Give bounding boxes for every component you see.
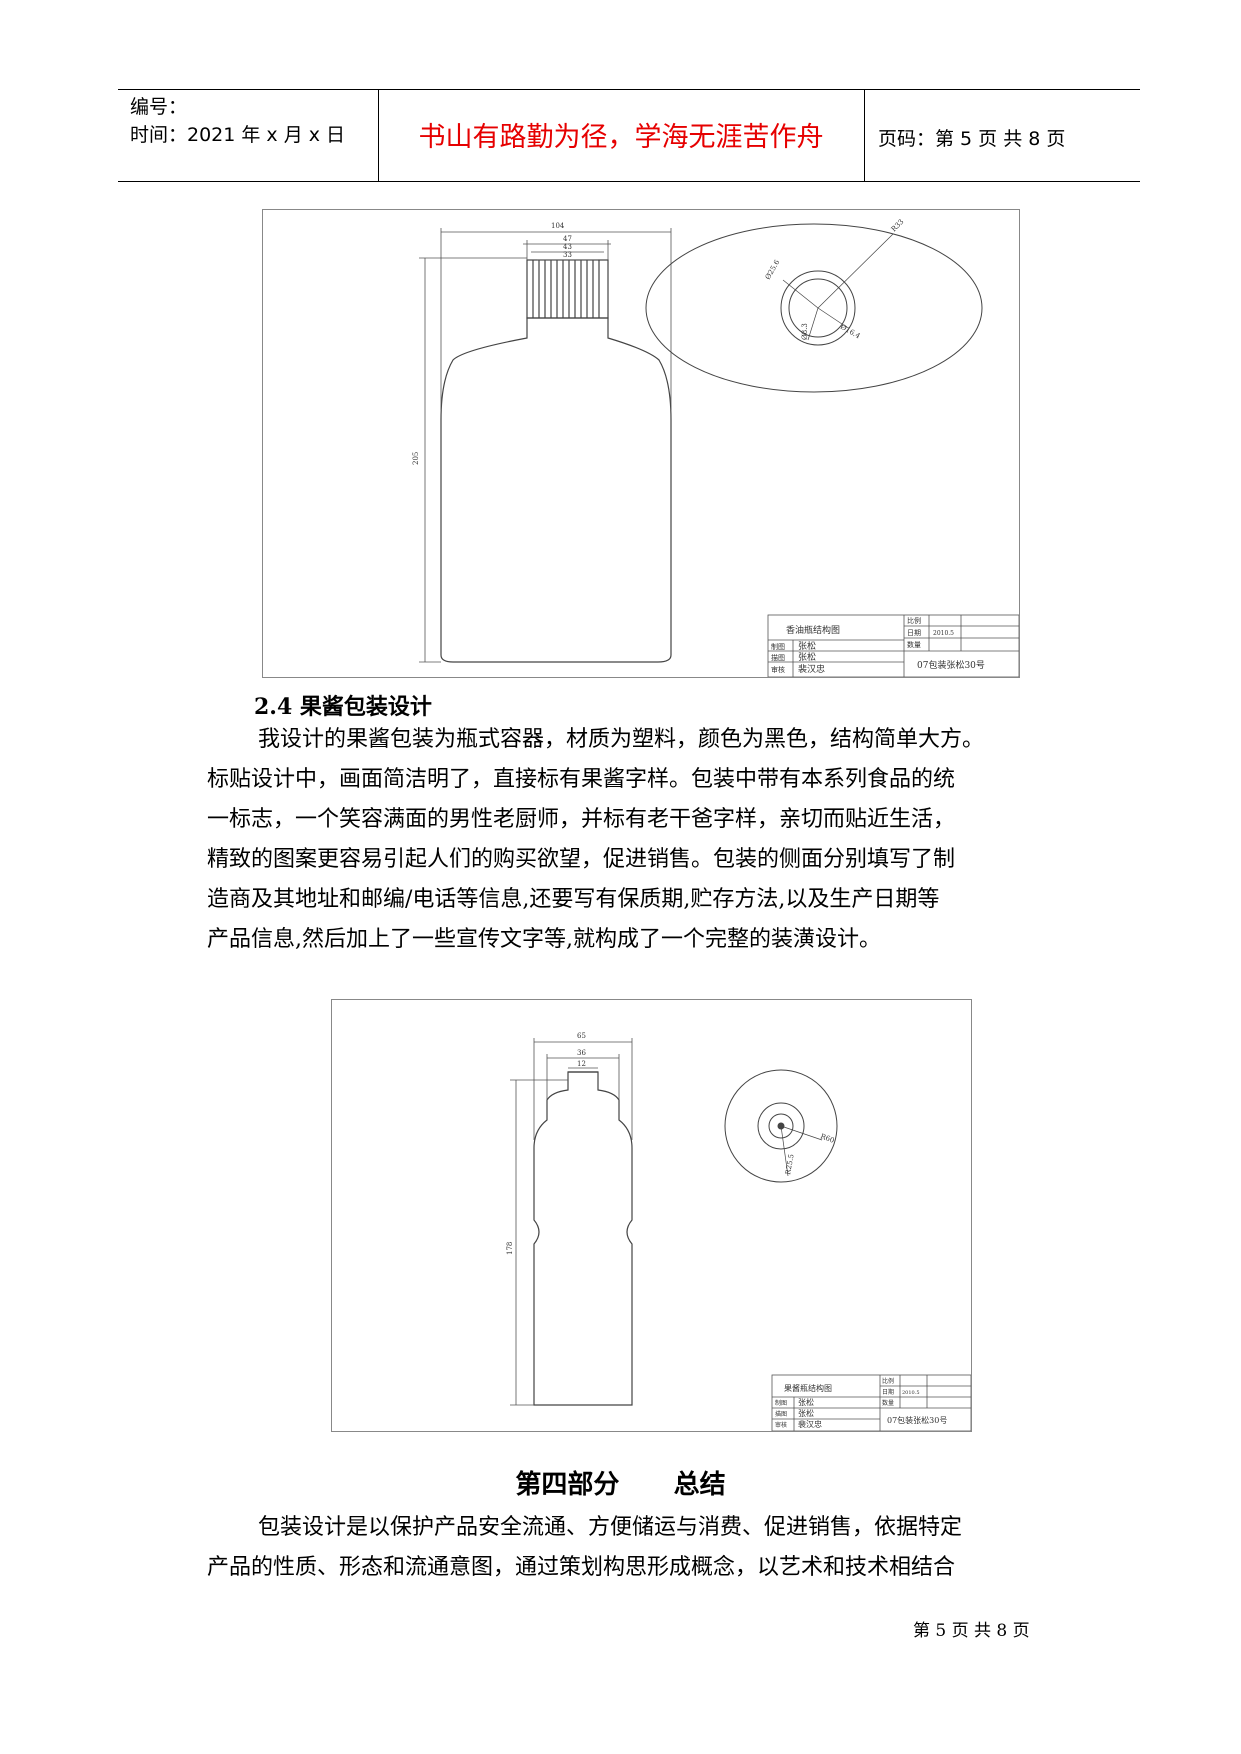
jam-row-name-draw: 张松 <box>798 1397 814 1407</box>
oil-dim-opening: 33 <box>563 251 572 259</box>
paragraph-line: 我设计的果酱包装为瓶式容器，材质为塑料，颜色为黑色，结构简单大方。 <box>258 727 985 752</box>
jam-bottle-top-view <box>724 1069 838 1183</box>
oil-bottle-drawing-svg: 104 47 43 33 205 R33 Ø25.6 Ø16.4 Ø8.3 <box>412 218 1019 677</box>
jam-dim-neck: 12 <box>577 1060 586 1068</box>
header-divider-left <box>378 89 379 181</box>
paragraph-line: 一标志，一个笑容满面的男性老厨师，并标有老干爸字样，亲切而贴近生活， <box>207 807 956 832</box>
jam-meta-qty: 数量 <box>882 1399 894 1407</box>
oil-row-name-review: 裴汉忠 <box>798 663 825 675</box>
oil-dim-cap: 47 <box>563 235 572 243</box>
oil-meta-qty: 数量 <box>907 640 921 649</box>
oil-drawing-code: 07包装张松30号 <box>917 659 985 671</box>
section-subheading: 2.4 果酱包装设计 <box>254 694 432 720</box>
oil-row-label-trace: 描图 <box>771 653 785 662</box>
oil-dim-outer-dia: Ø25.6 <box>764 258 782 281</box>
oil-dim-hole: Ø8.3 <box>801 323 809 340</box>
oil-meta-scale: 比例 <box>907 616 921 625</box>
section-paragraph: 我设计的果酱包装为瓶式容器，材质为塑料，颜色为黑色，结构简单大方。 标贴设计中，… <box>207 720 1077 960</box>
oil-row-label-draw: 制图 <box>771 642 785 651</box>
paragraph-line: 标贴设计中，画面简洁明了，直接标有果酱字样。包装中带有本系列食品的统 <box>207 767 956 792</box>
oil-dim-width: 104 <box>551 222 565 230</box>
oil-bottle-dimension-lines <box>419 228 672 663</box>
oil-drawing-title: 香油瓶结构图 <box>786 624 840 636</box>
jam-row-label-draw: 制图 <box>775 1399 787 1407</box>
jam-dim-radius: R60 <box>819 1132 835 1144</box>
jam-row-label-review: 审核 <box>775 1421 787 1429</box>
jam-dim-width: 65 <box>577 1032 586 1040</box>
jam-row-name-review: 裴汉忠 <box>798 1419 822 1429</box>
paragraph-line: 产品的性质、形态和流通意图，通过策划构思形成概念，以艺术和技术相结合 <box>207 1555 956 1580</box>
jam-bottle-outline <box>533 1071 633 1406</box>
jam-drawing-code: 07包装张松30号 <box>887 1415 947 1425</box>
jam-dim-inner-radius: R25.5 <box>784 1153 796 1175</box>
jam-title-block-grid <box>771 1374 971 1431</box>
paragraph-line: 产品信息,然后加上了一些宣传文字等,就构成了一个完整的装潢设计。 <box>207 927 881 952</box>
oil-dim-radius: R33 <box>890 218 906 234</box>
oil-meta-date: 日期 <box>907 629 921 637</box>
oil-bottle-technical-drawing: 104 47 43 33 205 R33 Ø25.6 Ø16.4 Ø8.3 <box>262 209 1020 678</box>
conclusion-title: 第四部分 总结 <box>515 1470 726 1500</box>
header-page-number: 页码：第 5 页 共 8 页 <box>878 128 1066 150</box>
header-top-rule <box>118 89 1140 90</box>
paragraph-line: 包装设计是以保护产品安全流通、方便储运与消费、促进销售，依据特定 <box>258 1515 963 1540</box>
jam-bottle-dimension-lines <box>510 1038 633 1406</box>
document-code-label: 编号： <box>130 96 188 118</box>
jam-row-name-trace: 张松 <box>798 1408 814 1418</box>
oil-dim-neck: 43 <box>563 243 572 251</box>
jam-drawing-title: 果酱瓶结构图 <box>784 1383 832 1393</box>
header-bottom-rule <box>118 181 1140 182</box>
jam-row-label-trace: 描图 <box>775 1410 787 1418</box>
paragraph-line: 造商及其地址和邮编/电话等信息,还要写有保质期,贮存方法,以及生产日期等 <box>207 887 940 912</box>
oil-title-block-grid <box>767 614 1019 677</box>
jam-bottle-technical-drawing: 65 36 12 178 R60 R25.5 果酱 <box>331 999 972 1432</box>
jam-meta-scale: 比例 <box>882 1377 894 1385</box>
oil-dim-height: 205 <box>412 452 420 465</box>
jam-dim-height: 178 <box>506 1242 514 1255</box>
header-motto: 书山有路勤为径，学海无涯苦作舟 <box>418 122 824 153</box>
jam-dim-shoulder: 36 <box>577 1049 586 1057</box>
jam-date-value: 2010.5 <box>902 1390 920 1396</box>
document-date-label: 时间：2021 年 x 月 x 日 <box>130 124 346 146</box>
oil-row-label-review: 审核 <box>771 665 785 674</box>
oil-bottle-outline <box>440 259 672 663</box>
oil-bottle-top-view <box>645 223 983 393</box>
jam-meta-date: 日期 <box>882 1388 894 1396</box>
oil-row-name-trace: 张松 <box>798 651 816 663</box>
conclusion-paragraph: 包装设计是以保护产品安全流通、方便储运与消费、促进销售，依据特定 产品的性质、形… <box>207 1508 1077 1588</box>
header-divider-right <box>864 89 865 181</box>
oil-row-name-draw: 张松 <box>798 640 816 652</box>
paragraph-line: 精致的图案更容易引起人们的购买欲望，促进销售。包装的侧面分别填写了制 <box>207 847 956 872</box>
oil-date-value: 2010.5 <box>933 630 954 637</box>
jam-bottle-drawing-svg: 65 36 12 178 R60 R25.5 果酱 <box>506 1032 971 1431</box>
footer-page-number: 第 5 页 共 8 页 <box>913 1621 1030 1641</box>
